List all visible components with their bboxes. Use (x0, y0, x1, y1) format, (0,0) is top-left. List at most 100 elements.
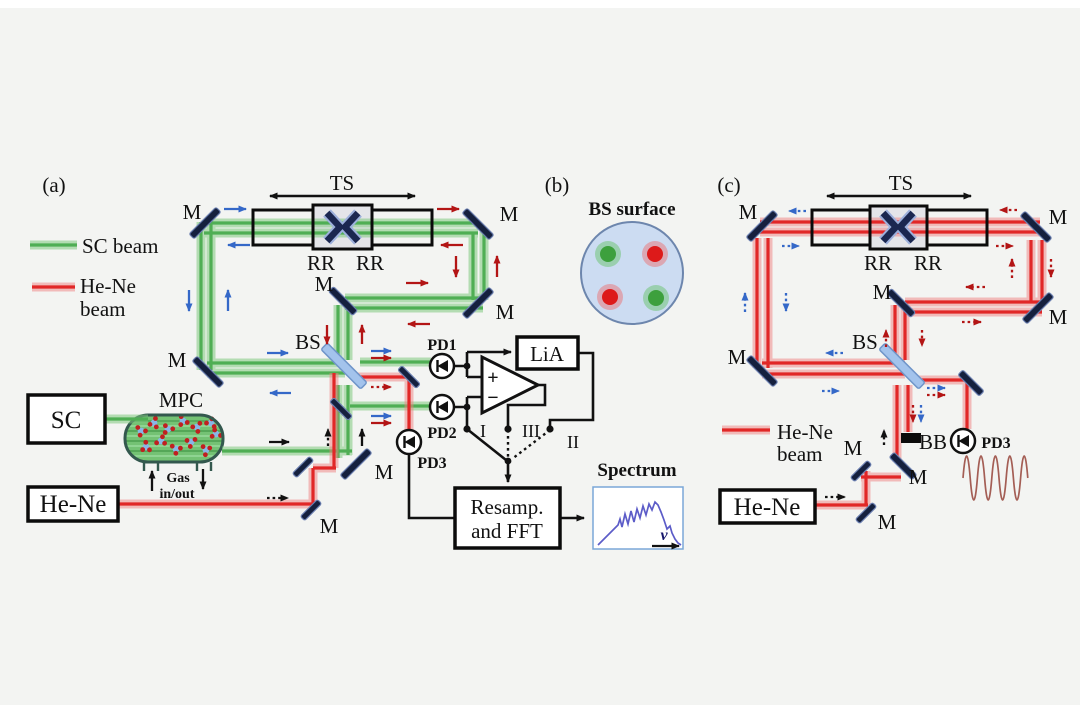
panel-a-tag: (a) (42, 173, 65, 197)
rr-label-c-left: RR (864, 251, 892, 275)
resample-fft-box (453, 486, 562, 550)
legend-hene-line2: beam (80, 297, 125, 321)
mirror-label-a-top-right: M (500, 202, 519, 226)
mirror-c-mid-left (746, 355, 778, 387)
mirror-label-c-top-left: M (739, 200, 758, 224)
ts-label-c: TS (889, 171, 914, 195)
ts-label-a: TS (330, 171, 355, 195)
bs-label-a: BS (295, 330, 321, 354)
sc-source-box (26, 393, 107, 445)
mirrors (189, 207, 1054, 524)
bs-spot-green-1 (600, 246, 616, 262)
photodiode-pd3-icon (395, 428, 423, 456)
mirror-label-c-hene-fold: M (844, 436, 863, 460)
panel-c-tag: (c) (717, 173, 740, 197)
node-ii-label: II (567, 432, 579, 452)
mirror-label-a-right-mid: M (496, 300, 515, 324)
lia-label: LiA (530, 342, 565, 366)
photodiode-pd2-icon (428, 393, 456, 421)
bs-surface-title: BS surface (588, 199, 675, 220)
bs-surface-inset (580, 221, 684, 325)
pd1-label: PD1 (427, 337, 456, 354)
spectrum-curve (597, 500, 682, 546)
gas-label-line2: in/out (159, 487, 194, 502)
mpc-cell (123, 413, 225, 471)
bs-label-c: BS (852, 330, 878, 354)
mirror-c-top-right (1020, 211, 1052, 243)
resamp-label-line2: and FFT (471, 519, 543, 543)
interference-fringe-wave (962, 455, 1029, 501)
mirror-a-hene-input (300, 499, 322, 521)
mirror-a-mid-left (192, 356, 224, 388)
translation-stage-c (810, 204, 989, 251)
legend-hene-line1: He-Ne (80, 274, 136, 298)
mirror-label-c-mid-left: M (728, 345, 747, 369)
mirror-label-c-right-mid: M (1049, 305, 1068, 329)
mirror-a-beam-combine (340, 448, 372, 480)
legend-c-line2: beam (777, 442, 822, 466)
retroreflector-pair-a (323, 209, 362, 245)
frequency-axis-label: ν (660, 527, 668, 544)
hene-box-label-c: He-Ne (734, 494, 801, 521)
differential-amplifier (480, 354, 542, 416)
beam-direction-arrows-c (741, 192, 1055, 501)
mirror-c-pd3-feed (958, 370, 984, 396)
bs-spot-red-1 (647, 246, 663, 262)
mirror-label-a-hene-input: M (320, 514, 339, 538)
bb-label: BB (919, 430, 947, 454)
mirror-label-a-top-left: M (183, 200, 202, 224)
photodiode-pd3-c-icon (949, 427, 977, 455)
bs-spot-red-2 (602, 289, 618, 305)
mirror-label-c-mid: M (873, 280, 892, 304)
legend-sc-beam: SC beam (82, 234, 158, 258)
mirror-label-a-combine: M (375, 460, 394, 484)
rr-label-a-left: RR (307, 251, 335, 275)
photodiode-pd1-icon (428, 352, 456, 380)
pd3-label-c: PD3 (981, 435, 1010, 452)
mirror-label-a-mid-left: M (168, 348, 187, 372)
hene-source-box-c (718, 488, 817, 525)
mirror-c-beam-up (889, 452, 917, 480)
node-iii-label: III (522, 421, 540, 441)
beam-direction-arrows-a (148, 192, 501, 502)
spectrum-inset (592, 486, 684, 550)
hene-beam-paths (32, 217, 1047, 510)
pd2-label: PD2 (427, 425, 456, 442)
sc-box-label: SC (51, 407, 82, 434)
selector-dotted-lines (506, 429, 551, 460)
mirror-c-top-left (746, 210, 778, 242)
sc-beam-paths (30, 218, 489, 458)
spectrum-title: Spectrum (597, 460, 676, 481)
mirror-a-pd3-feed (397, 365, 421, 389)
mirror-a-right-mid (462, 287, 494, 319)
panel-b-tag: (b) (545, 173, 570, 197)
opamp-minus: − (487, 387, 498, 409)
mirror-a-top-right (462, 208, 494, 240)
translation-stage-a (251, 203, 434, 251)
mirror-a-mid (328, 286, 358, 316)
mirror-label-c-hene-input: M (878, 510, 897, 534)
hene-box-label-a: He-Ne (40, 491, 107, 518)
mpc-gas-ports (142, 462, 213, 471)
mirror-c-hene-input (855, 502, 877, 524)
node-i-label: I (480, 421, 486, 441)
opamp-plus: + (487, 367, 498, 389)
circuit-nodes (463, 362, 554, 465)
beamsplitter-a (321, 343, 367, 389)
rr-label-c-right: RR (914, 251, 942, 275)
mirror-label-c-beam-up: M (909, 465, 928, 489)
rr-label-a-right: RR (356, 251, 384, 275)
lock-in-amplifier-box (515, 335, 580, 371)
hene-source-box-a (26, 485, 120, 523)
mirror-label-c-top-right: M (1049, 205, 1068, 229)
legend-c-line1: He-Ne (777, 420, 833, 444)
retroreflector-pair-c (879, 209, 917, 245)
beamsplitter-c (879, 343, 925, 389)
mirror-c-mid (886, 288, 916, 318)
mirror-label-a-mid: M (315, 272, 334, 296)
beam-block (901, 433, 921, 443)
resamp-label-line1: Resamp. (471, 495, 544, 519)
mirror-a-hene-fold (292, 456, 314, 478)
pd3-label-a: PD3 (417, 455, 446, 472)
